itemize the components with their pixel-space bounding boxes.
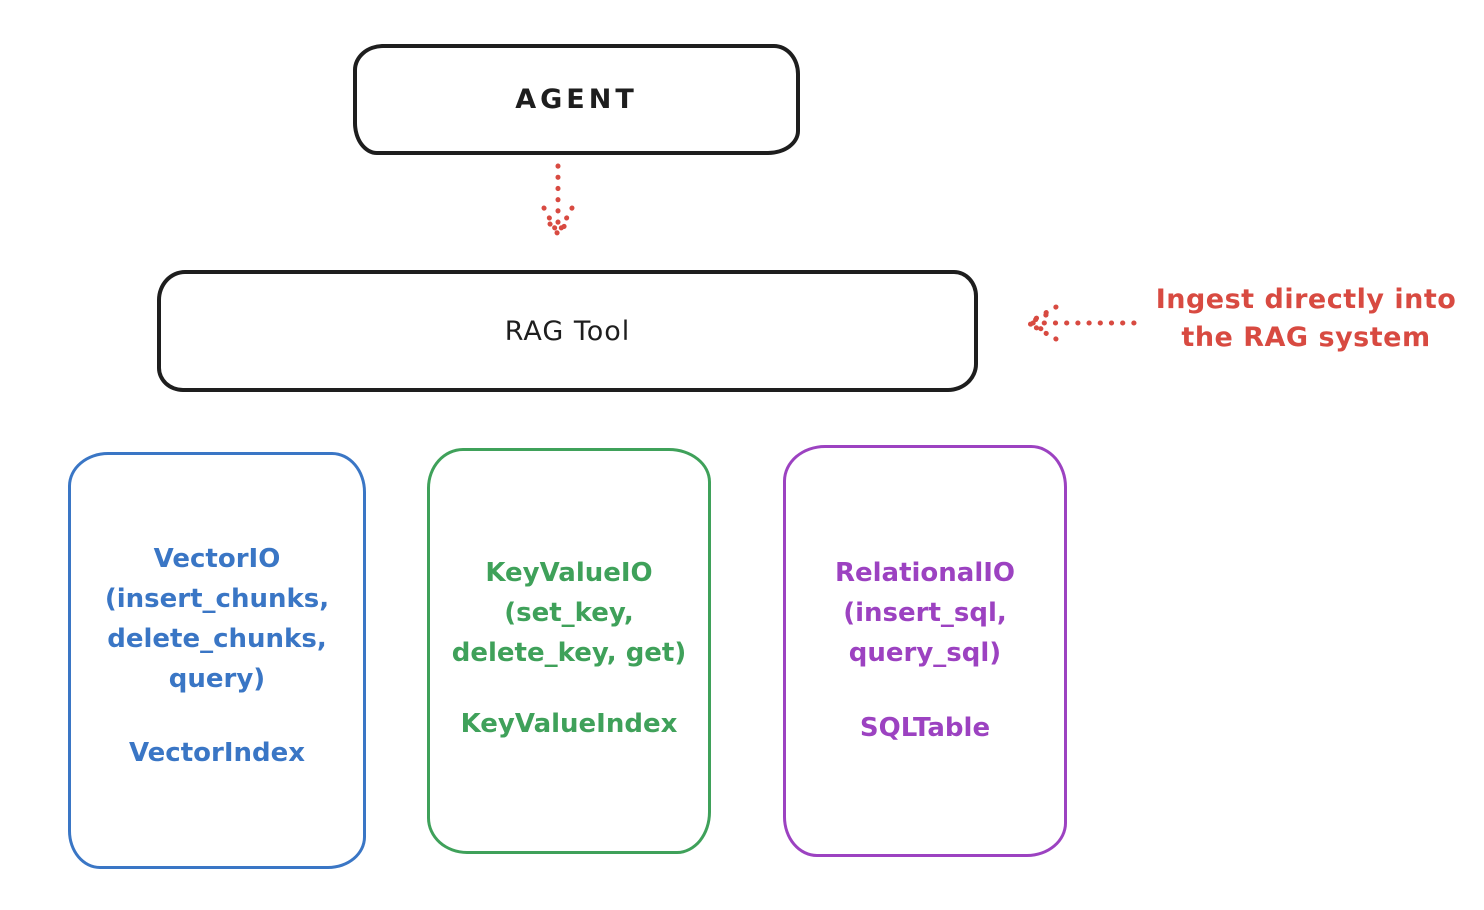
vector-io-title-line: query) [168,664,266,694]
sql-table-label: SQLTable [859,713,991,743]
ingest-annotation-line1: Ingest directly into [1155,284,1457,315]
ingest-annotation-line2: the RAG system [1181,322,1431,353]
vector-index-label: VectorIndex [128,738,306,768]
agent-node: AGENT [353,44,800,155]
relational-io-title-line: query_sql) [848,638,1002,668]
arrowhead-left-stroke [541,205,561,237]
vector-io-title-line: delete_chunks, [107,624,327,654]
arrowhead-right-stroke [555,205,575,237]
relational-io-title-line: RelationalIO [834,558,1016,588]
vector-io-node: VectorIO (insert_chunks, delete_chunks, … [68,452,366,869]
vector-io-title-line: VectorIO [153,544,281,574]
keyvalue-io-title: KeyValueIO (set_key, delete_key, get) [430,553,708,673]
arrowhead-top-stroke [1025,304,1059,326]
vector-io-title-line: (insert_chunks, [104,584,330,614]
rag-tool-node: RAG Tool [157,270,978,392]
relational-io-node: RelationalIO (insert_sql, query_sql) SQL… [783,445,1067,857]
agent-node-label: AGENT [515,84,638,115]
keyvalue-io-title-line: delete_key, get) [451,638,687,668]
arrow-down-agent-to-ragtool [541,163,575,239]
keyvalue-io-title-line: KeyValueIO [485,558,653,588]
arrowhead-inner-stroke [1021,312,1049,334]
vector-io-title: VectorIO (insert_chunks, delete_chunks, … [71,539,363,699]
arrow-left-ingest-to-ragtool [1021,304,1137,342]
rag-tool-node-label: RAG Tool [504,315,631,347]
keyvalue-io-title-line: (set_key, [504,598,634,628]
relational-io-title-line: (insert_sql, [843,598,1007,628]
arrowhead-inner-stroke [547,221,569,239]
keyvalue-io-node: KeyValueIO (set_key, delete_key, get) Ke… [427,448,711,854]
ingest-annotation: Ingest directly into the RAG system [1136,281,1476,357]
relational-io-title: RelationalIO (insert_sql, query_sql) [786,553,1064,673]
keyvalue-index-label: KeyValueIndex [460,709,678,739]
